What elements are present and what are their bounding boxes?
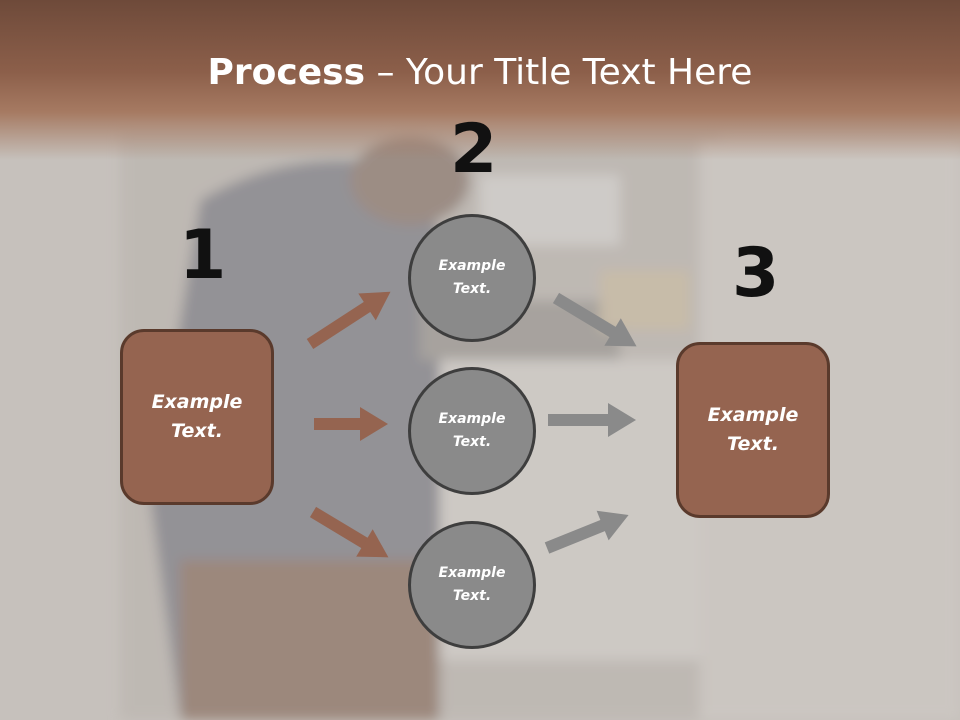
page-title: Process – Your Title Text Here [0, 52, 960, 93]
arrow-top-to-3 [552, 292, 637, 347]
step-number-2: 2 [450, 110, 498, 189]
step-number-3: 3 [732, 234, 780, 313]
step-number-1: 1 [179, 216, 227, 295]
title-rest: – Your Title Text Here [365, 52, 753, 93]
title-band [0, 0, 960, 160]
arrow-1-to-bottom [309, 506, 389, 558]
step-1-box: Example Text. [120, 329, 274, 505]
step-2-circle-middle: Example Text. [408, 367, 536, 495]
arrow-1-to-top [306, 291, 391, 350]
arrow-middle-to-3 [548, 403, 636, 437]
step-3-box: Example Text. [676, 342, 830, 518]
arrow-bottom-to-3 [544, 510, 629, 554]
arrow-1-to-middle [314, 407, 388, 441]
step-2-circle-top: Example Text. [408, 214, 536, 342]
title-bold: Process [207, 52, 366, 93]
step-2-circle-bottom: Example Text. [408, 521, 536, 649]
